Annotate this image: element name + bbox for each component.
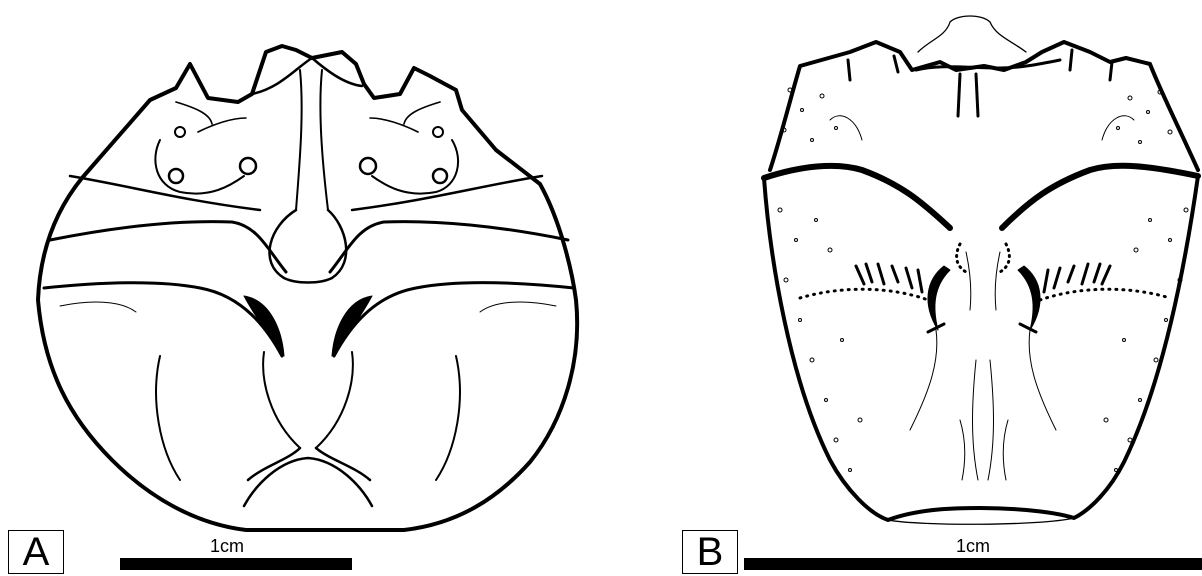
carapace-a-brow-right [370,102,440,132]
carapace-b-dotted-center [957,244,1010,272]
carapace-a-lower-mid [248,448,370,480]
carapace-b-hook-right [1018,266,1040,330]
scale-bar-a [120,558,352,570]
carapace-a-band-2 [50,222,568,272]
carapace-a-tubercle-3 [240,158,256,174]
carapace-a-tubercle-6 [433,169,447,183]
carapace-b-hook-left [928,266,950,330]
carapace-a-orbit-right [372,140,458,194]
panel-label-b: B [682,530,738,574]
carapace-b-transverse-groove [764,166,1198,228]
scale-bar-b [744,558,1202,570]
panel-label-a-text: A [23,532,50,572]
carapace-b-midline [960,252,1008,480]
carapace-a-cardiac [269,210,346,283]
panel-label-b-text: B [697,532,724,572]
carapace-a-tubercle-5 [433,127,443,137]
carapace-b-spines [848,50,1112,116]
carapace-a-band-faint [60,302,556,312]
carapace-b-anterior [770,42,1198,170]
carapace-a-posterior [244,458,372,506]
carapace-b-hatched-right [1044,264,1110,292]
carapace-b-posterior [888,518,1074,524]
carapace-a-drawing [38,46,577,530]
carapace-a-brow-left [176,102,246,132]
carapace-a-tubercle-2 [169,169,183,183]
carapace-b-rostrum [918,16,1026,52]
carapace-a-sickle-right [332,296,372,356]
carapace-a-midline [296,70,328,210]
carapace-a-orbit-left [155,140,244,194]
carapace-b-dotted-right [1040,289,1170,300]
carapace-a-tubercle-1 [175,127,185,137]
carapace-b-drawing [764,16,1198,524]
carapace-a-sickle-left [244,296,284,356]
carapace-b-ticks [928,324,1036,332]
carapace-b-faint-arcs [830,116,1134,430]
carapace-b-hatched-left [856,264,922,292]
carapace-a-frontal [252,58,362,94]
carapace-b-stipple [778,88,1188,472]
carapace-b-dotted-left [800,289,928,300]
scale-label-b: 1cm [956,536,990,557]
carapace-a-band-3 [44,283,574,356]
carapace-b-outline [764,176,1198,520]
carapace-a-band-1 [70,176,542,210]
carapace-a-tubercle-4 [360,158,376,174]
panel-label-a: A [8,530,64,574]
scale-label-a: 1cm [210,536,244,557]
